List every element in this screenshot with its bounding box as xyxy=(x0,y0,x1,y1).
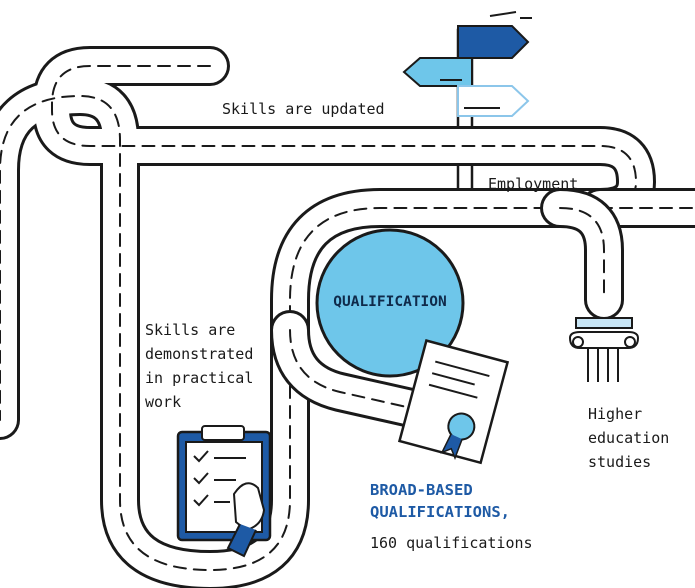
broad-line: QUALIFICATIONS, xyxy=(370,503,510,521)
broad-based-heading: BROAD-BASED QUALIFICATIONS, xyxy=(370,479,590,523)
clipboard-checklist-icon xyxy=(176,425,272,558)
skills-demonstrated-label: Skills are demonstrated in practical wor… xyxy=(145,318,285,414)
higher-line: education xyxy=(588,429,670,447)
skills-updated-label: Skills are updated xyxy=(222,100,385,118)
qualifications-count-label: 160 qualifications xyxy=(370,534,533,552)
demonstrated-line: demonstrated xyxy=(145,345,254,363)
higher-education-label: Higher education studies xyxy=(588,402,688,474)
higher-line: studies xyxy=(588,453,652,471)
demonstrated-line: Skills are xyxy=(145,321,236,339)
higher-line: Higher xyxy=(588,405,643,423)
demonstrated-line: in practical xyxy=(145,369,254,387)
employment-label: Employment xyxy=(488,175,579,193)
qualification-label: QUALIFICATION xyxy=(333,294,447,310)
certificate-icon xyxy=(397,339,510,465)
road xyxy=(0,46,695,588)
broad-line: BROAD-BASED xyxy=(370,481,473,499)
greek-column-icon xyxy=(568,317,640,382)
demonstrated-line: work xyxy=(145,393,182,411)
